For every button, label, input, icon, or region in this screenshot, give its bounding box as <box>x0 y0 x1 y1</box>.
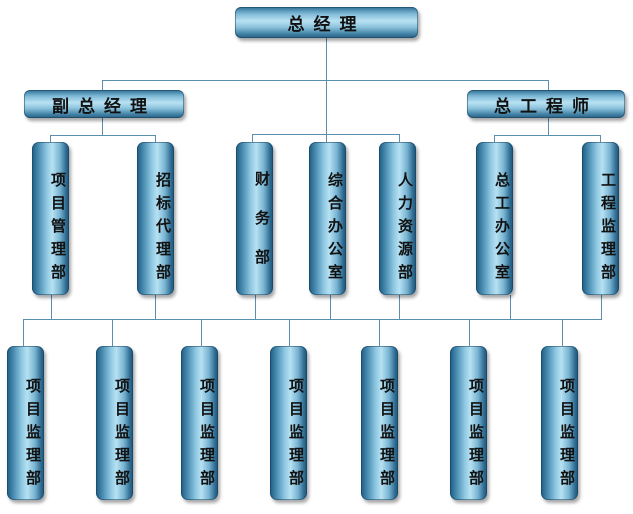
connector-gm-bar <box>252 134 400 135</box>
node-chief-engineer-office[interactable]: 总工办公室 <box>476 142 513 295</box>
connector-d3-down <box>255 295 256 319</box>
node-label: 项目监理部 <box>24 377 42 493</box>
connector-d3 <box>252 134 253 142</box>
connector-ce-up <box>548 80 549 90</box>
node-label: 总经理 <box>287 15 366 35</box>
connector-d1-down <box>51 295 52 319</box>
node-general-manager[interactable]: 总经理 <box>235 7 418 38</box>
node-engineering-supervision-dept[interactable]: 工程监理部 <box>582 142 619 295</box>
node-label: 招标代理部 <box>154 172 172 287</box>
node-project-supervision-2[interactable]: 项目监理部 <box>96 346 133 500</box>
node-project-supervision-3[interactable]: 项目监理部 <box>181 346 218 500</box>
node-deputy-general-manager[interactable]: 副总经理 <box>24 90 184 118</box>
node-project-supervision-6[interactable]: 项目监理部 <box>450 346 487 500</box>
node-project-supervision-5[interactable]: 项目监理部 <box>361 346 398 500</box>
node-finance-dept[interactable]: 财务部 <box>236 142 273 295</box>
connector-p2 <box>112 319 113 346</box>
node-hr-dept[interactable]: 人力资源部 <box>379 142 416 295</box>
node-label: 项目监理部 <box>378 377 396 493</box>
node-label: 工程监理部 <box>599 172 617 287</box>
node-project-management-dept[interactable]: 项目管理部 <box>32 142 69 295</box>
node-label: 项目管理部 <box>49 172 67 287</box>
node-label: 项目监理部 <box>287 377 305 493</box>
node-label: 项目监理部 <box>558 377 576 493</box>
connector-root-down <box>326 38 327 142</box>
node-label: 项目监理部 <box>113 377 131 493</box>
node-label: 项目监理部 <box>198 377 216 493</box>
node-tender-agency-dept[interactable]: 招标代理部 <box>137 142 174 295</box>
connector-p5 <box>379 319 380 346</box>
connector-ce-down <box>548 118 549 135</box>
node-label: 总工程师 <box>494 96 598 117</box>
node-general-office[interactable]: 综合办公室 <box>309 142 346 295</box>
connector-d5 <box>399 134 400 142</box>
node-chief-engineer[interactable]: 总工程师 <box>467 90 625 118</box>
connector-vp-down <box>102 118 103 135</box>
node-label: 财务部 <box>253 171 271 288</box>
connector-d7 <box>600 135 601 142</box>
connector-d2-down <box>155 295 156 319</box>
connector-d1 <box>50 135 51 142</box>
connector-bottom-bar <box>23 319 602 320</box>
node-project-supervision-4[interactable]: 项目监理部 <box>270 346 307 500</box>
connector-p3 <box>201 319 202 346</box>
connector-vp-up <box>102 80 103 90</box>
connector-p7 <box>562 319 563 346</box>
node-label: 项目监理部 <box>467 377 485 493</box>
node-label: 总工办公室 <box>493 172 511 287</box>
connector-ce-bar <box>494 135 601 136</box>
connector-d6-down <box>510 295 511 319</box>
connector-p4 <box>289 319 290 346</box>
node-label: 人力资源部 <box>396 172 414 287</box>
node-label: 综合办公室 <box>326 172 344 287</box>
connector-d6 <box>494 135 495 142</box>
connector-d5-down <box>399 295 400 319</box>
node-label: 副总经理 <box>52 96 156 117</box>
connector-d7-down <box>601 295 602 319</box>
connector-vp-bar <box>50 135 156 136</box>
node-project-supervision-7[interactable]: 项目监理部 <box>541 346 578 500</box>
connector-d2 <box>155 135 156 142</box>
node-project-supervision-1[interactable]: 项目监理部 <box>7 346 44 500</box>
connector-p1 <box>23 319 24 346</box>
connector-p6 <box>469 319 470 346</box>
connector-level2-bar <box>102 80 549 81</box>
connector-d4-down <box>330 295 331 319</box>
